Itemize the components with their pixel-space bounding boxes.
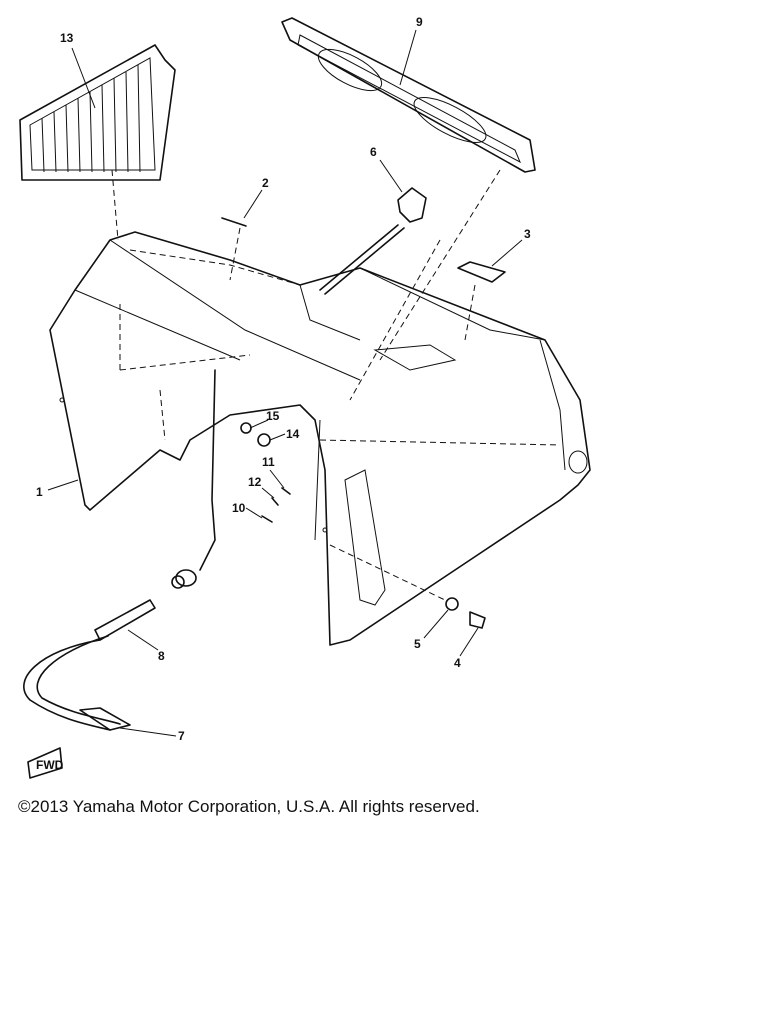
fwd-arrow-icon: FWD: [27, 747, 64, 779]
part-1-hood: [49, 231, 591, 646]
copyright-notice: ©2013 Yamaha Motor Corporation, U.S.A. A…: [18, 797, 480, 816]
callout-14: 14: [286, 427, 300, 441]
callout-10: 10: [232, 501, 246, 515]
callout-7: 7: [178, 729, 185, 743]
callout-numbers: 13 9 6 2 3 1 15 14 11 12 10 8 7 5 4: [36, 15, 531, 743]
parts-diagram: FWD 13 9 6 2 3 1 15 14 11 12 10 8 7 5 4: [19, 15, 591, 779]
callout-9: 9: [416, 15, 423, 29]
fwd-label: FWD: [36, 758, 64, 772]
callout-3: 3: [524, 227, 531, 241]
callout-12: 12: [248, 475, 262, 489]
callout-1: 1: [36, 485, 43, 499]
leader-lines: [47, 29, 523, 737]
part-13-grille: [19, 44, 176, 241]
callout-5: 5: [414, 637, 421, 651]
callout-6: 6: [370, 145, 377, 159]
callout-15: 15: [266, 409, 280, 423]
part-3-plate: [457, 261, 506, 341]
cable-assembly: [23, 369, 486, 731]
callout-13: 13: [60, 31, 74, 45]
callout-4: 4: [454, 656, 461, 670]
callout-11: 11: [262, 455, 275, 469]
part-2-pin: [221, 217, 247, 281]
part-9-seal-strip: [281, 17, 536, 401]
part-6-latch: [319, 187, 427, 295]
callout-8: 8: [158, 649, 165, 663]
callout-2: 2: [262, 176, 269, 190]
